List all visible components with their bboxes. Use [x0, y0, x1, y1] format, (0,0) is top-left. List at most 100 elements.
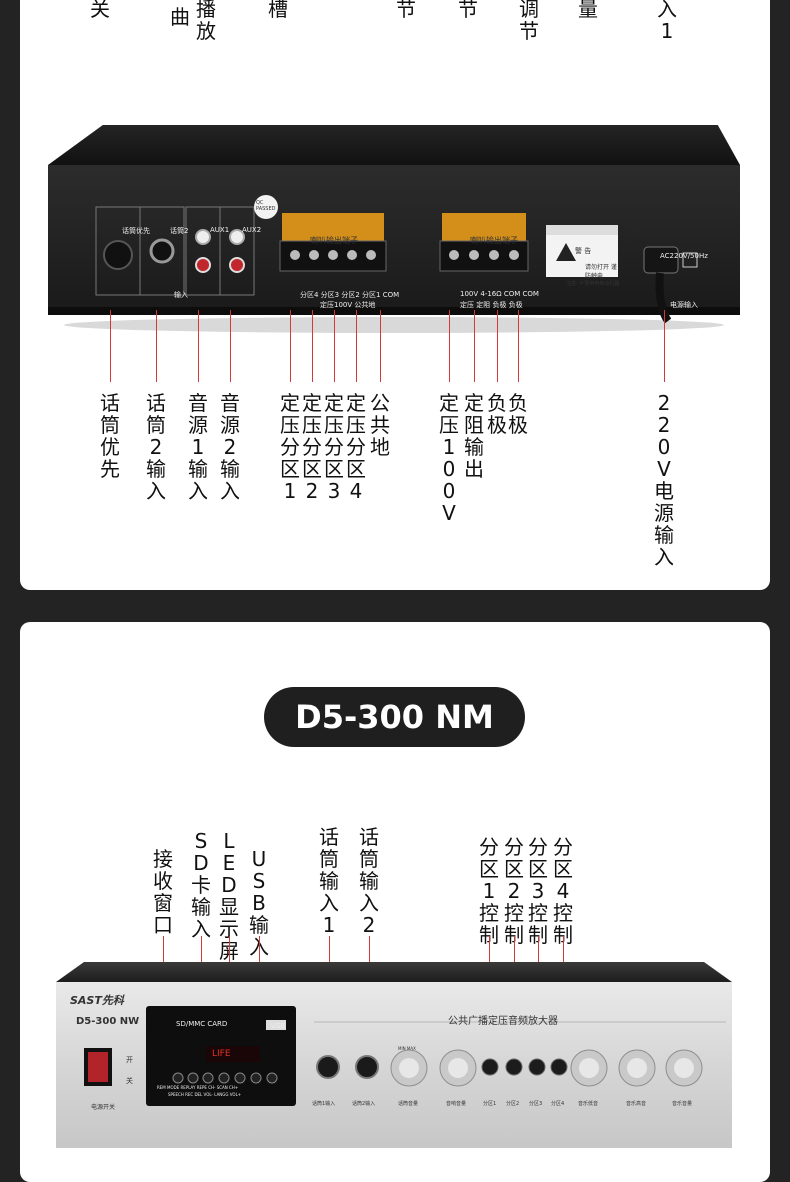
qc-sticker-label: QC PASSED	[256, 200, 276, 212]
rear-label-12-text: 负极	[508, 391, 528, 437]
mic2-input-label: 话筒2输入	[352, 1101, 376, 1107]
rear-pointer-10	[474, 310, 475, 382]
rear-pointer-12	[518, 310, 519, 382]
rear-terminal2-label: 喇叭输出端子	[470, 236, 518, 245]
zone1-button-label: 分区1	[483, 1101, 497, 1107]
zone3-button-label: 分区3	[529, 1101, 543, 1107]
top-label-0: 源开关	[90, 0, 110, 20]
rear-out-row: 100V 4-16Ω COM COM	[460, 290, 539, 298]
rear-power-label: 电源输入	[670, 301, 698, 309]
rear-terminal1-label: 喇叭输出端子	[310, 236, 358, 245]
top-label-1: 一曲	[170, 0, 190, 28]
top-label-4: 音调节	[396, 0, 416, 20]
rear-label-10-text: 定阻输出	[464, 391, 484, 481]
usb-label: USB	[271, 1022, 286, 1030]
top-label-1-text: 一曲	[170, 0, 190, 29]
top-label-7-text: 筒音量	[578, 0, 598, 21]
top-label-6: 音量调节	[519, 0, 539, 42]
power-close-label: 关	[126, 1077, 133, 1085]
rear-label-11: 负极	[487, 392, 507, 436]
music-volume-knob-label: 音乐音量	[672, 1101, 693, 1107]
rear-mic2-label: 话筒2	[170, 227, 189, 235]
front-device-image	[56, 962, 732, 1148]
rear-zones-row: 分区4 分区3 分区2 分区1 COM	[300, 291, 400, 299]
rear-aux1-label: AUX1	[210, 226, 230, 234]
top-label-6-text: 音量调节	[519, 0, 539, 43]
rear-pointer-6	[334, 310, 335, 382]
rear-pointer-2	[198, 310, 199, 382]
rear-device-image	[48, 125, 740, 333]
button-row-sublabels: SPEECH REC DEL VOL- LANGG VOL+	[168, 1092, 242, 1097]
rear-aux2-label: AUX2	[242, 226, 262, 234]
top-label-5: 音调节	[458, 0, 478, 20]
rear-label-0-text: 话筒优先	[100, 391, 120, 481]
top-label-3: 卡插槽	[268, 0, 288, 20]
brand-logo: SAST先科	[70, 994, 124, 1007]
rear-pointer-9	[449, 310, 450, 382]
rear-label-8: 公共地	[370, 392, 390, 458]
rear-pointer-0	[110, 310, 111, 382]
front-label-0-text: 接收窗口	[153, 847, 173, 937]
sd-card-label: SD/MMC CARD	[176, 1020, 228, 1028]
rear-zones-sub: 定压100V 公共地	[320, 301, 376, 309]
treble-knob-label: 音乐高音	[626, 1101, 647, 1107]
front-model-label: D5-300 NW	[76, 1016, 140, 1027]
top-label-2-text: 停/播放	[196, 0, 216, 43]
zone2-button-label: 分区2	[506, 1101, 520, 1107]
rear-pointer-8	[380, 310, 381, 382]
rear-warning-note: 注意: 不要带电移动机器	[566, 281, 620, 287]
minmax-label: MIN MAX	[398, 1046, 416, 1051]
rear-label-0: 话筒优先	[100, 392, 120, 480]
rear-pointer-13	[664, 310, 665, 382]
rear-mic-priority-label: 话筒优先	[122, 227, 150, 235]
model-title-badge: D5-300 NM	[264, 687, 525, 747]
front-label-0: 接收窗口	[153, 848, 173, 936]
tone-knob-label: 音响音量	[446, 1101, 467, 1107]
rear-warning-body: 请勿打开 谨防触电	[585, 264, 617, 280]
rear-label-10: 定阻输出	[464, 392, 484, 480]
rear-label-8-text: 公共地	[370, 391, 390, 459]
rear-label-11-text: 负极	[487, 391, 507, 437]
rear-pointer-7	[356, 310, 357, 382]
mic-volume-knob-label: 话筒音量	[398, 1101, 419, 1107]
top-label-0-text: 源开关	[90, 0, 110, 21]
bass-knob-label: 音乐低音	[578, 1101, 599, 1107]
rear-pointer-11	[497, 310, 498, 382]
button-row-labels: REM MODE REPLAY REPE CH- SCAN CH+	[157, 1085, 239, 1090]
zone4-button-label: 分区4	[551, 1101, 565, 1107]
rear-ac-label: AC220V/50Hz	[660, 252, 708, 260]
rear-pointer-3	[230, 310, 231, 382]
